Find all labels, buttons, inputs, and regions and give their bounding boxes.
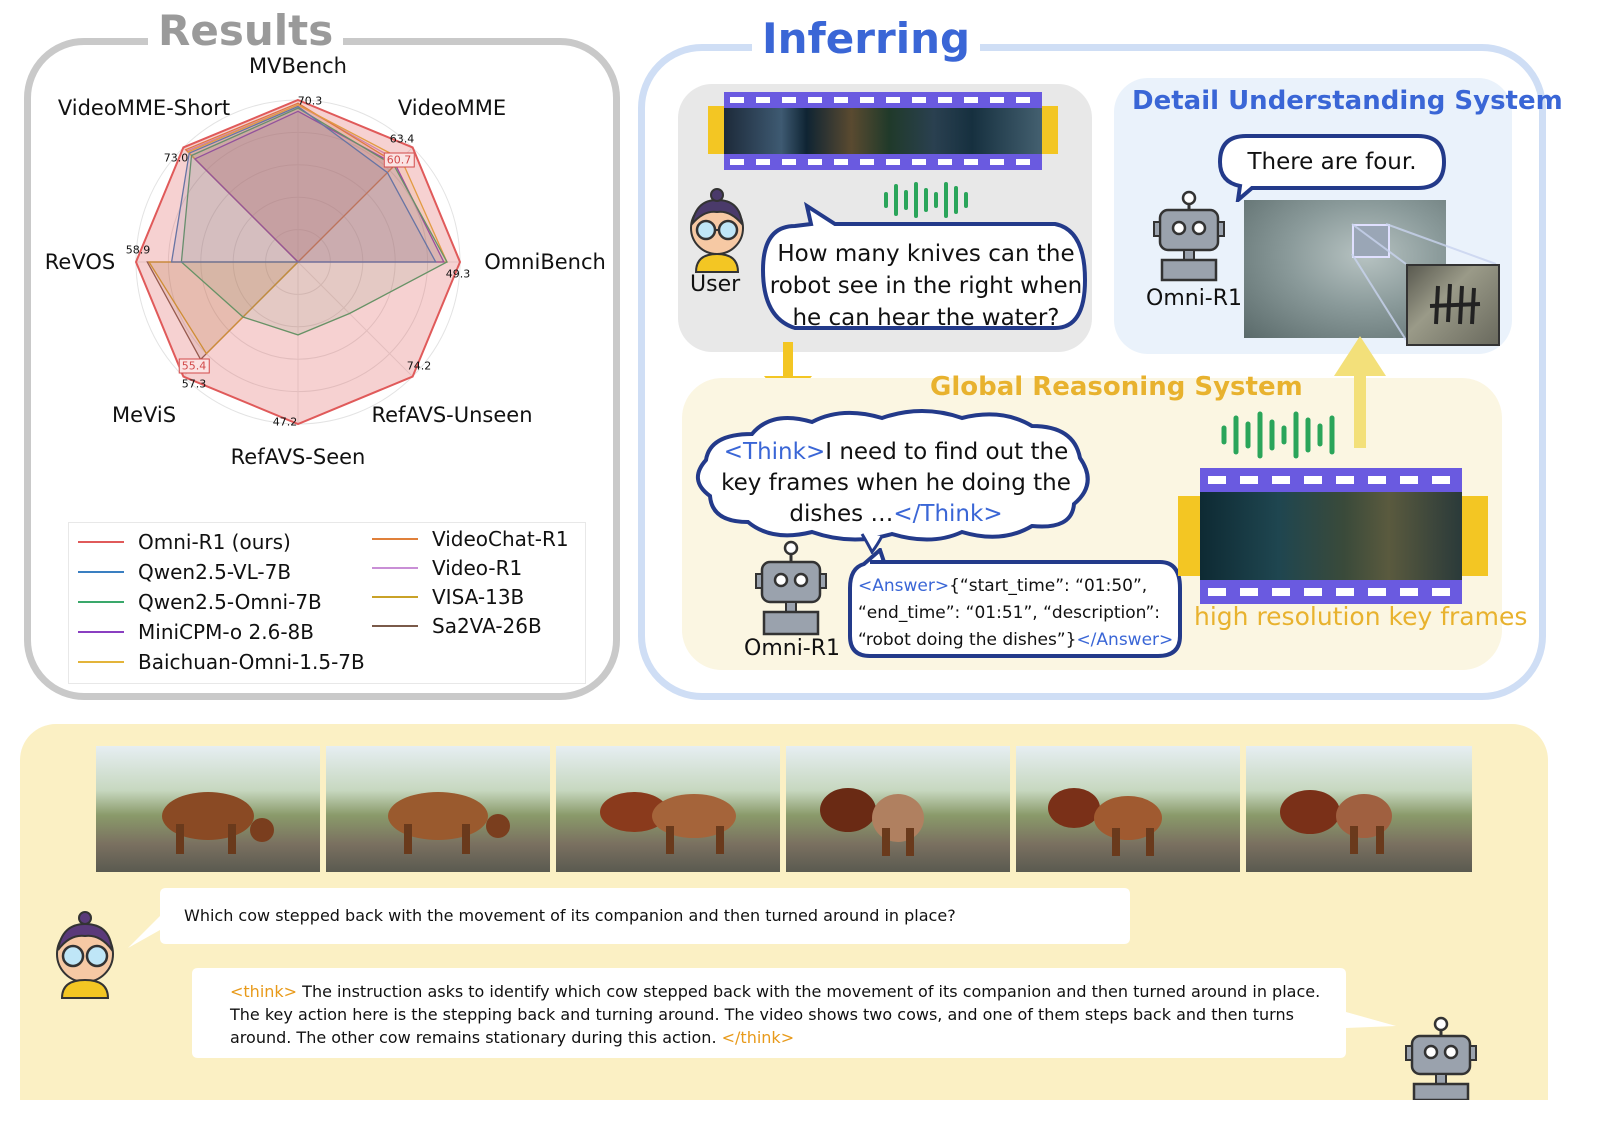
answer-line1: <Answer>{“start_time”: “01:50”,	[858, 576, 1147, 596]
legend-box	[68, 522, 586, 684]
radar-series-omni-r1-ours-	[134, 98, 462, 426]
value-label-mevis-second: 55.4	[178, 358, 210, 374]
example-answer-bubble	[192, 968, 1396, 1058]
zoom-lines	[1351, 223, 1497, 341]
cow-frame-1	[96, 746, 320, 872]
legend-item-qwen-omni: Qwen2.5-Omni-7B	[78, 590, 322, 614]
cow-frame-2	[326, 746, 550, 872]
value-label-videomme: 63.4	[389, 132, 415, 146]
value-label-refavs-seen: 47.2	[272, 415, 298, 429]
axis-label-videomme-short: VideoMME-Short	[57, 96, 231, 120]
answer-line2: “end_time”: “01:51”, “description”:	[858, 603, 1161, 623]
answer-text-1: {“start_time”: “01:50”,	[949, 576, 1148, 596]
think-text-line3: dishes …</Think>	[712, 498, 1080, 530]
value-label-refavs-unseen: 74.2	[406, 359, 432, 373]
value-label-videomme-short: 73.0	[163, 151, 189, 165]
legend-item-video-r1: Video-R1	[372, 556, 522, 580]
answer-open-tag: <Answer>	[858, 576, 950, 596]
think-text-line1: <Think>I need to find out the	[712, 436, 1080, 468]
think-line1: I need to find out the	[825, 439, 1069, 465]
cow-frame-5	[1016, 746, 1240, 872]
example-user-avatar-icon	[56, 911, 114, 999]
legend-item-qwen-vl: Qwen2.5-VL-7B	[78, 560, 291, 584]
legend-item-videochat-r1: VideoChat-R1	[372, 527, 569, 551]
cow-frame-4	[786, 746, 1010, 872]
example-question-text: Which cow stepped back with the movement…	[184, 906, 956, 925]
robot-global-label: Omni-R1	[744, 636, 841, 661]
detail-system-title: Detail Understanding System	[1132, 86, 1563, 116]
axis-label-revos: ReVOS	[44, 250, 116, 274]
think-close-tag: </Think>	[893, 501, 1003, 527]
keyframes-filmstrip	[1200, 468, 1462, 604]
axis-label-mevis: MeViS	[111, 403, 177, 427]
detail-knives-closeup	[1406, 264, 1500, 346]
detail-zoom-target	[1352, 224, 1390, 258]
detail-answer-bubble	[1217, 134, 1447, 202]
axis-label-videomme: VideoMME	[397, 96, 507, 120]
axis-label-mvbench: MVBench	[249, 54, 347, 78]
legend-item-omni-r1: Omni-R1 (ours)	[78, 530, 291, 554]
legend-item-baichuan: Baichuan-Omni-1.5-7B	[78, 650, 365, 674]
example-think-open-tag: <think>	[230, 982, 298, 1001]
value-label-omnibench: 49.3	[445, 267, 471, 281]
axis-label-omnibench: OmniBench	[484, 250, 606, 274]
think-cloud-bubble	[696, 409, 1090, 554]
user-question-line3: he can hear the water?	[792, 305, 1060, 331]
legend-item-minicpm: MiniCPM-o 2.6-8B	[78, 620, 314, 644]
think-open-tag: <Think>	[723, 439, 826, 465]
answer-close-tag: </Answer>	[1076, 630, 1174, 650]
radar-spoke	[297, 261, 413, 377]
inferring-title: Inferring	[752, 14, 981, 63]
robot-detail-label: Omni-R1	[1146, 286, 1243, 311]
global-system-title: Global Reasoning System	[930, 372, 1303, 402]
example-robot-icon	[1405, 1016, 1477, 1100]
detail-answer-text: There are four.	[1247, 149, 1417, 175]
audio-wave-large-icon	[1221, 411, 1335, 459]
user-question-line1: How many knives can the	[777, 241, 1075, 267]
think-line3: dishes …	[789, 501, 894, 527]
user-question-line2: robot see in the right when	[769, 273, 1083, 299]
axis-label-refavs-seen: RefAVS-Seen	[230, 445, 366, 469]
value-label-mevis: 57.3	[181, 377, 207, 391]
think-text-line2: key frames when he doing the	[721, 470, 1071, 496]
value-label-revos: 58.9	[125, 243, 151, 257]
radar-series-qwen2-5-omni-7b	[180, 107, 448, 336]
example-think-close-tag: </think>	[721, 1028, 795, 1047]
audio-wave-icon	[884, 182, 968, 218]
arrow-up-icon	[1334, 336, 1386, 448]
radar-chart	[134, 98, 462, 426]
example-answer-text: <think> The instruction asks to identify…	[230, 980, 1350, 1049]
example-question-bubble	[128, 888, 1130, 948]
user-speech-bubble	[760, 201, 1088, 330]
value-label-mvbench: 70.3	[297, 94, 323, 108]
axis-label-refavs-unseen: RefAVS-Unseen	[371, 403, 533, 427]
answer-line3: “robot doing the dishes”}</Answer>	[858, 630, 1173, 650]
user-avatar-icon	[690, 188, 744, 273]
example-think-body: The instruction asks to identify which c…	[230, 982, 1321, 1047]
results-title: Results	[148, 6, 344, 55]
cow-frame-3	[556, 746, 780, 872]
legend-item-visa: VISA-13B	[372, 585, 524, 609]
user-label: User	[690, 272, 741, 297]
value-label-videomme-second: 60.7	[383, 152, 415, 168]
robot-detail-icon	[1153, 190, 1225, 282]
video-filmstrip	[724, 92, 1042, 170]
keyframes-label: high resolution key frames	[1194, 602, 1528, 631]
robot-global-icon	[755, 540, 827, 636]
legend-item-sa2va: Sa2VA-26B	[372, 614, 542, 638]
cow-frame-6	[1246, 746, 1472, 872]
answer-text-3: “robot doing the dishes”}	[858, 630, 1077, 650]
radar-series-qwen2-5-vl-7b	[170, 105, 437, 263]
inferring-panel	[638, 44, 1546, 700]
